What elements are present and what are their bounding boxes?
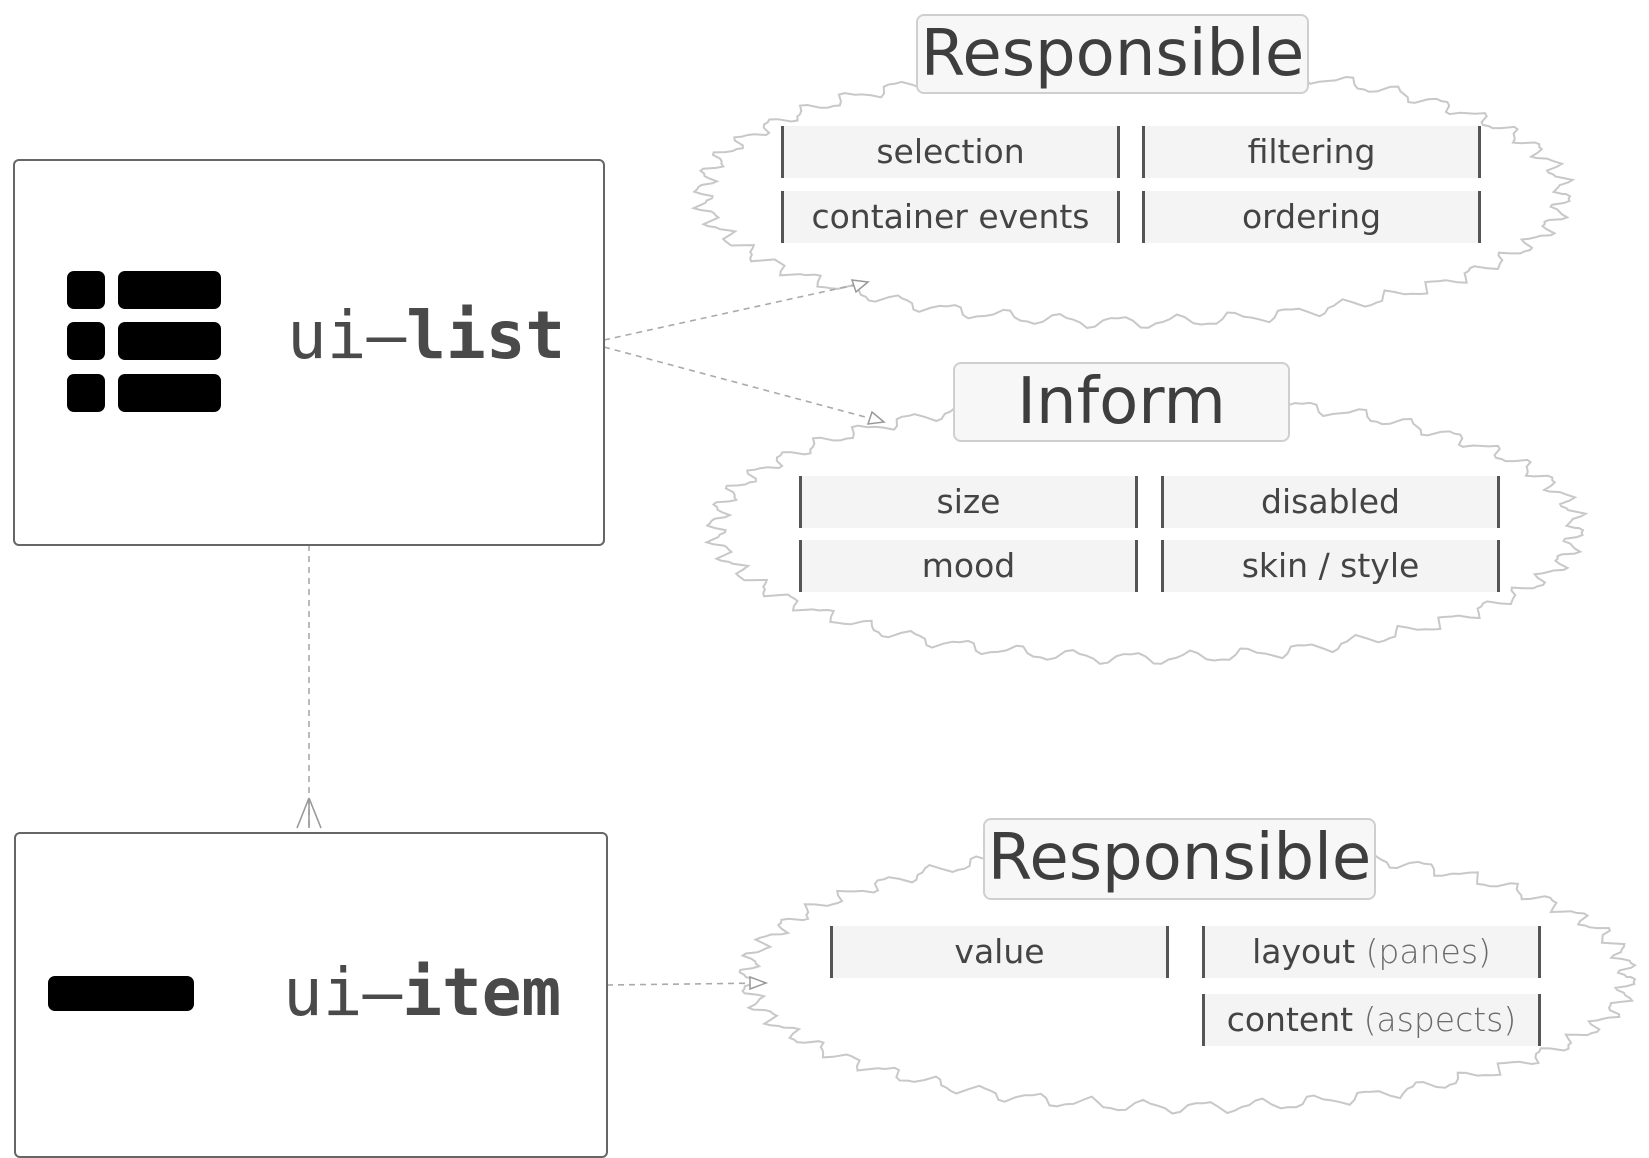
ui-list-component: ui–list [13, 159, 605, 546]
connector-item-to-list [296, 545, 322, 829]
cloud-title-list-responsible: Responsible [916, 14, 1309, 94]
cell-content-aspects: content (aspects) [1202, 994, 1541, 1046]
cell-filtering: filtering [1142, 126, 1481, 178]
cloud-outline-list-responsible [690, 58, 1576, 329]
ui-item-prefix: ui– [283, 954, 403, 1031]
cell-layout-panes: layout (panes) [1202, 926, 1541, 978]
cell-size: size [799, 476, 1138, 528]
cell-disabled: disabled [1161, 476, 1500, 528]
list-icon [67, 271, 221, 412]
cell-selection: selection [781, 126, 1120, 178]
cell-mood: mood [799, 540, 1138, 592]
cloud-outline-list-inform [703, 390, 1589, 665]
cell-layout-paren: (panes) [1365, 932, 1491, 971]
connector-list-to-inform [603, 346, 886, 425]
ui-list-prefix: ui– [287, 297, 407, 374]
connector-list-to-responsible [603, 279, 870, 341]
ui-item-component: ui–item [14, 832, 608, 1158]
cloud-outline-item-responsible [738, 840, 1637, 1115]
cell-layout-main: layout [1252, 932, 1366, 971]
cell-value: value [830, 926, 1169, 978]
cell-ordering: ordering [1142, 191, 1481, 243]
cell-container-events: container events [781, 191, 1120, 243]
cloud-title-item-responsible: Responsible [983, 818, 1376, 900]
item-bar-icon [48, 976, 194, 1011]
cell-skin-style: skin / style [1161, 540, 1500, 592]
ui-list-suffix: list [406, 297, 566, 374]
ui-item-label: ui–item [283, 960, 561, 1026]
cloud-title-list-inform: Inform [953, 362, 1290, 442]
cell-content-paren: (aspects) [1363, 1000, 1517, 1039]
cell-content-main: content [1226, 1000, 1364, 1039]
connector-item-to-responsible [606, 975, 769, 991]
ui-list-label: ui–list [287, 303, 565, 369]
ui-item-suffix: item [402, 954, 562, 1031]
